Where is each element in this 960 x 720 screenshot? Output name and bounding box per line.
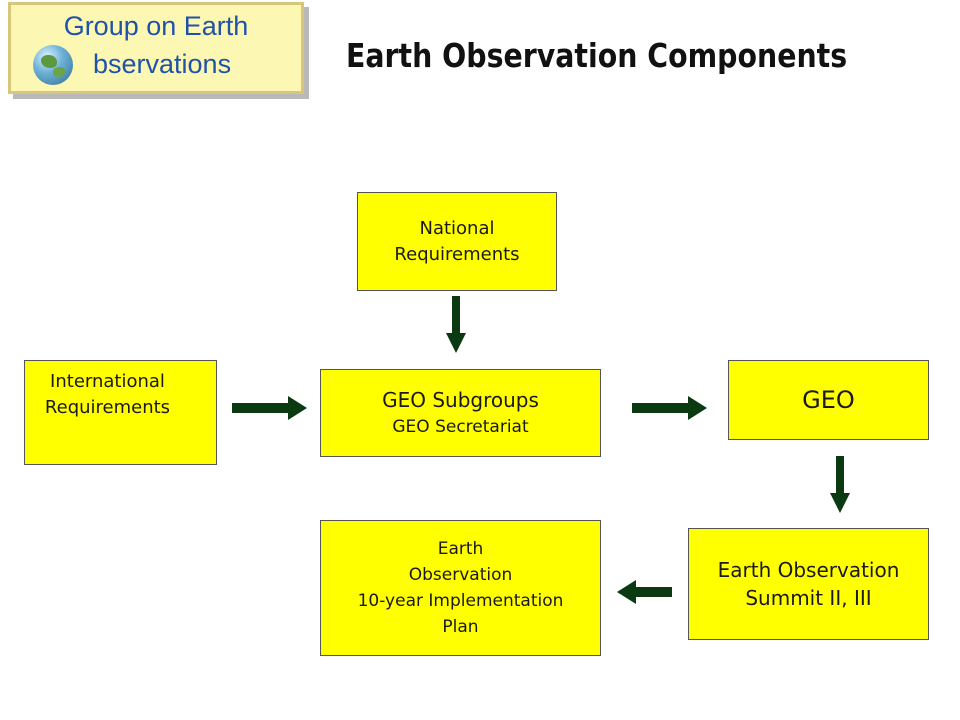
plan-line1: Earth xyxy=(437,539,484,559)
national-line1: National xyxy=(419,217,495,239)
plan-line3: 10-year Implementation xyxy=(357,591,564,611)
arrow-subgroups-to-geo xyxy=(632,396,707,420)
arrow-international-to-subgroups xyxy=(232,396,307,420)
international-requirements-box: International Requirements xyxy=(24,360,217,465)
globe-icon xyxy=(33,45,73,85)
geo-subgroups-box: GEO Subgroups GEO Secretariat xyxy=(320,369,601,457)
geo-logo: Group on Earth bservations xyxy=(8,2,304,94)
arrow-summit-to-plan xyxy=(617,580,672,604)
arrow-national-to-subgroups xyxy=(446,296,466,353)
international-line1: International xyxy=(50,371,165,392)
international-line2: Requirements xyxy=(44,397,171,418)
geo-box: GEO xyxy=(728,360,929,440)
national-requirements-box: National Requirements xyxy=(357,192,557,291)
logo-text-line2: bservations xyxy=(93,49,232,79)
subgroups-line1: GEO Subgroups xyxy=(382,388,539,412)
summit-line1: Earth Observation xyxy=(717,558,900,582)
national-line2: Requirements xyxy=(394,243,520,265)
summit-box: Earth Observation Summit II, III xyxy=(688,528,929,640)
subgroups-line2: GEO Secretariat xyxy=(392,417,529,437)
arrow-geo-to-summit xyxy=(830,456,850,513)
geo-label: GEO xyxy=(802,386,855,414)
summit-line2: Summit II, III xyxy=(745,586,872,610)
page-title: Earth Observation Components xyxy=(346,36,848,75)
implementation-plan-box: Earth Observation 10-year Implementation… xyxy=(320,520,601,656)
logo-text-line1: Group on Earth xyxy=(63,11,249,41)
plan-line4: Plan xyxy=(442,617,479,637)
plan-line2: Observation xyxy=(408,565,513,585)
